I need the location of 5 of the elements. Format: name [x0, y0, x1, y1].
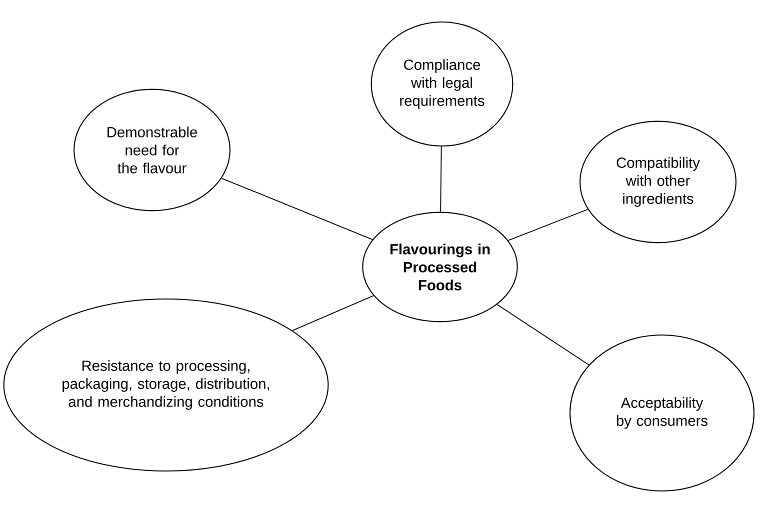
connector-line — [292, 295, 374, 332]
connector-line — [508, 208, 588, 241]
connector-line — [496, 304, 590, 366]
connector-line — [221, 178, 373, 240]
connector-line — [440, 146, 442, 212]
